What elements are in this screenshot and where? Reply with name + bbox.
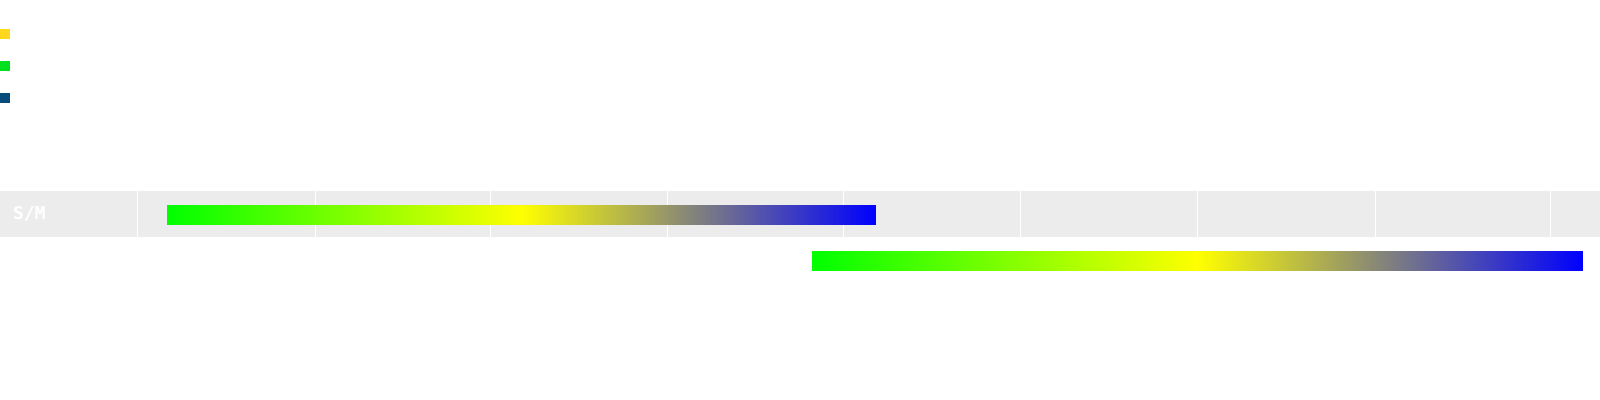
- gradient-bar-1[interactable]: [167, 205, 876, 225]
- track-divider: [137, 191, 138, 237]
- track-divider: [1375, 191, 1376, 237]
- track-divider: [1550, 191, 1551, 237]
- legend-swatch-blue: [0, 93, 10, 103]
- legend-swatch-green: [0, 61, 10, 71]
- track-divider: [1197, 191, 1198, 237]
- track-divider: [1020, 191, 1021, 237]
- gradient-bar-2[interactable]: [812, 251, 1583, 271]
- track-label: S/M: [13, 203, 46, 224]
- legend-swatch-yellow: [0, 29, 10, 39]
